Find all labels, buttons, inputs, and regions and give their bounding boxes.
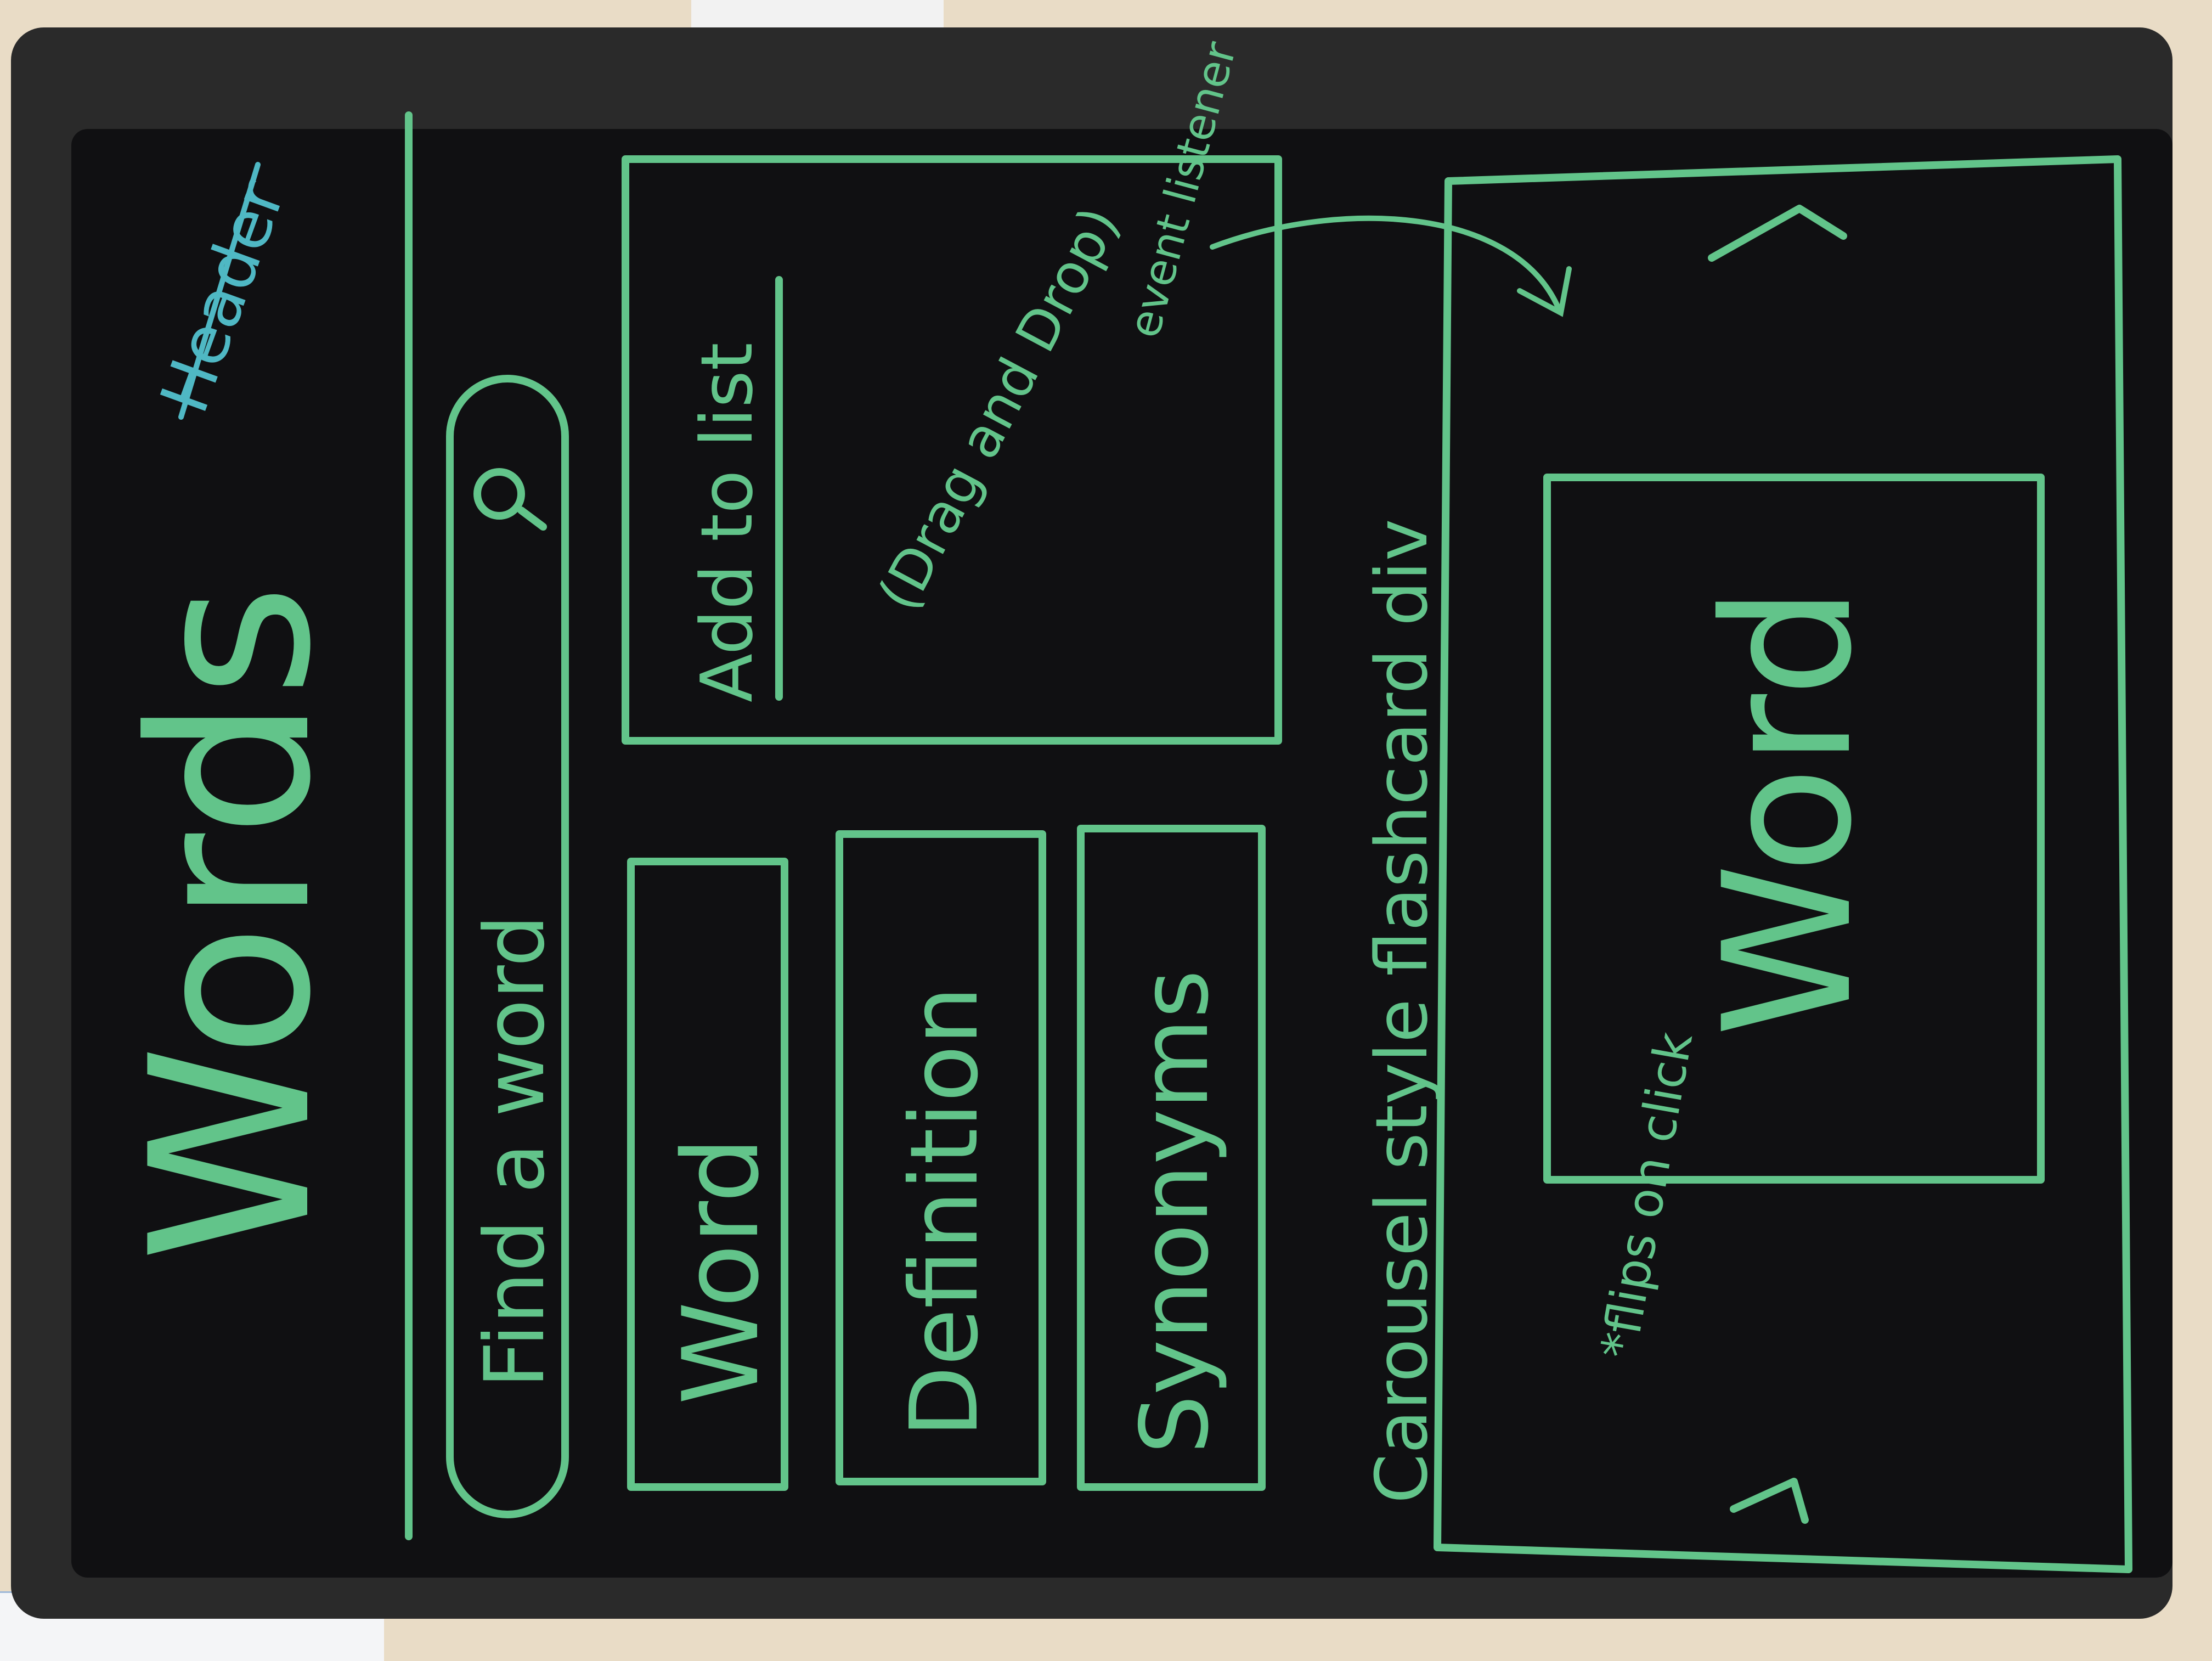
- flip-note: *flips on click: [1590, 1028, 1704, 1363]
- flashcard-word: Word: [1686, 586, 1891, 1038]
- header-label: Header: [146, 171, 300, 423]
- tablet-screen: [71, 129, 2172, 1578]
- add-to-list-panel[interactable]: Add to list (Drag and Drop) event listen…: [622, 37, 1282, 745]
- page-title: Words: [104, 583, 359, 1262]
- field-synonyms-label: Synonyms: [1121, 970, 1229, 1454]
- carousel-label: Carousel style flashcard div: [1360, 519, 1443, 1504]
- event-listener-note: event listener: [1119, 37, 1246, 343]
- field-definition[interactable]: Definition: [836, 830, 1046, 1485]
- header-underline: [178, 162, 261, 420]
- search-placeholder: Find a word: [467, 915, 563, 1388]
- add-to-list-title: Add to list: [685, 342, 769, 702]
- drawing-tablet: [11, 27, 2172, 1619]
- chevron-right-icon[interactable]: [1708, 205, 1847, 262]
- field-word[interactable]: Word: [627, 858, 788, 1491]
- event-arrow-head: [1517, 266, 1572, 317]
- drag-drop-note: (Drag and Drop): [866, 196, 1132, 621]
- search-icon: [473, 468, 547, 531]
- event-arrow: [1210, 215, 1561, 310]
- search-input[interactable]: [446, 375, 569, 1518]
- flashcard[interactable]: Word: [1543, 474, 2045, 1184]
- carousel-container: [1434, 155, 2132, 1573]
- field-synonyms[interactable]: Synonyms: [1077, 825, 1266, 1491]
- field-word-label: Word: [661, 1137, 782, 1405]
- field-definition-label: Definition: [890, 986, 999, 1438]
- chevron-left-icon[interactable]: [1730, 1478, 1809, 1524]
